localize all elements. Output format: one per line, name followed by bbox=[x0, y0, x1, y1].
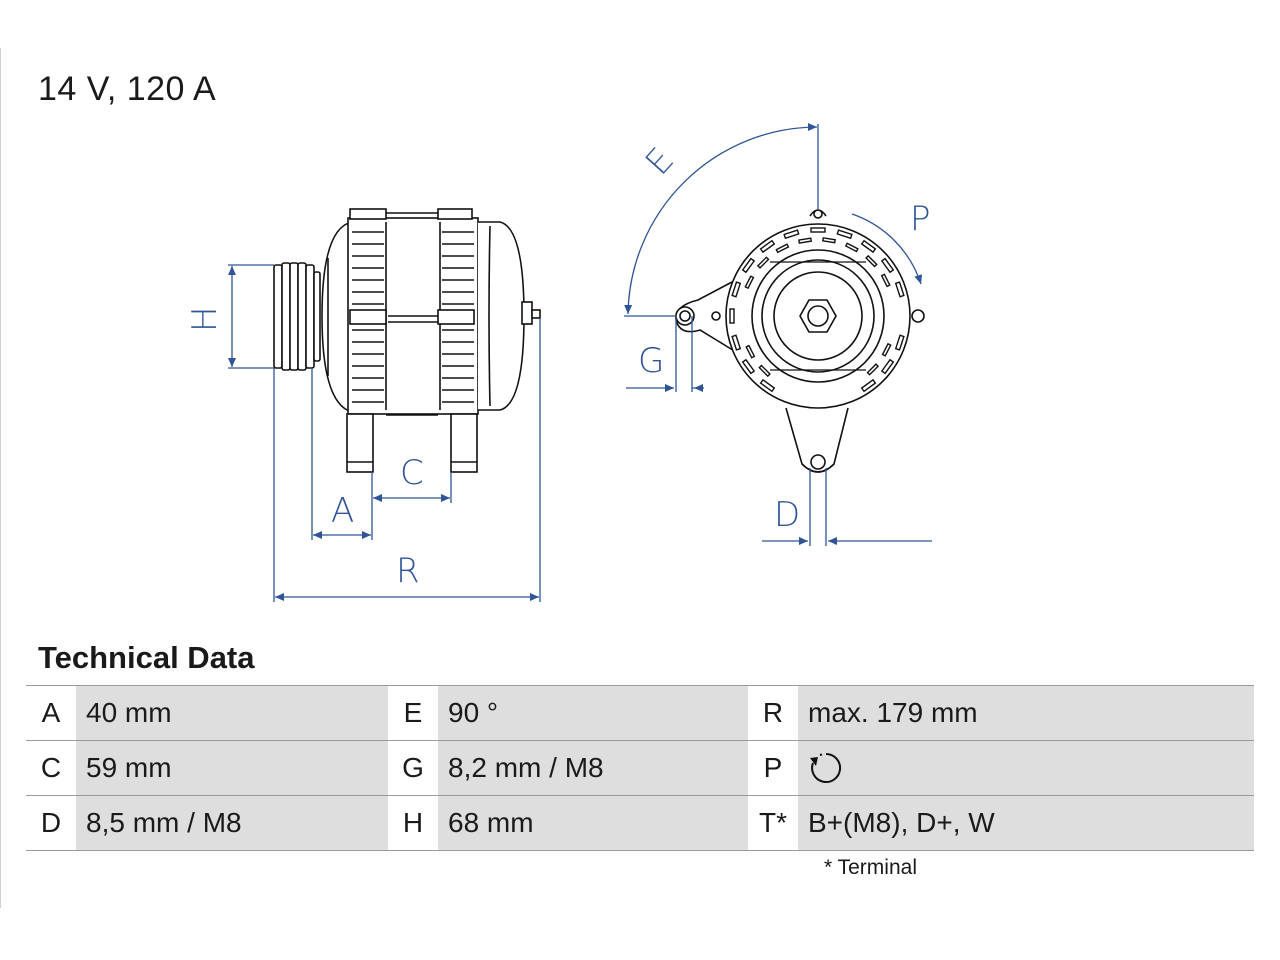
pulley bbox=[273, 262, 321, 371]
table-row: C 59 mm G 8,2 mm / M8 P bbox=[26, 740, 1254, 796]
dim-label-c: C bbox=[400, 453, 424, 493]
spec-key: D bbox=[26, 795, 76, 851]
dim-label-g: G bbox=[638, 341, 664, 381]
clockwise-rotation-icon bbox=[810, 752, 842, 783]
dim-label-h: H bbox=[185, 306, 225, 332]
dim-label-e: E bbox=[638, 140, 682, 183]
spec-value: max. 179 mm bbox=[798, 685, 1254, 741]
front-dimensions bbox=[624, 123, 932, 546]
spec-value: 40 mm bbox=[76, 685, 388, 741]
spec-value: 8,5 mm / M8 bbox=[76, 795, 388, 851]
technical-data-title: Technical Data bbox=[38, 640, 255, 675]
spec-key: T* bbox=[748, 795, 798, 851]
table-row: D 8,5 mm / M8 H 68 mm T* B+(M8), D+, W bbox=[26, 795, 1254, 851]
dim-label-r: R bbox=[396, 551, 420, 591]
spec-key: C bbox=[26, 740, 76, 796]
spec-value-rotation bbox=[798, 740, 1254, 796]
spec-value: 59 mm bbox=[76, 740, 388, 796]
side-dimensions bbox=[228, 264, 541, 602]
spec-key: E bbox=[388, 685, 438, 741]
spec-value: 90 ° bbox=[438, 685, 748, 741]
spec-key: H bbox=[388, 795, 438, 851]
dim-label-p: P bbox=[910, 199, 931, 239]
dim-label-a: A bbox=[331, 491, 354, 531]
spec-title: 14 V, 120 A bbox=[38, 70, 217, 108]
dim-label-d: D bbox=[774, 495, 800, 535]
spec-value: 8,2 mm / M8 bbox=[438, 740, 748, 796]
spec-key: G bbox=[388, 740, 438, 796]
left-margin-rule bbox=[0, 48, 1, 908]
side-view bbox=[273, 208, 541, 473]
table-row: A 40 mm E 90 ° R max. 179 mm bbox=[26, 685, 1254, 741]
technical-data-table: A 40 mm E 90 ° R max. 179 mm C 59 mm G 8… bbox=[26, 685, 1254, 851]
front-view bbox=[675, 209, 925, 473]
spec-key: R bbox=[748, 685, 798, 741]
spec-key: A bbox=[26, 685, 76, 741]
spec-key: P bbox=[748, 740, 798, 796]
alternator-technical-drawing: H A C R E P G D bbox=[185, 123, 932, 602]
spec-value: B+(M8), D+, W bbox=[798, 795, 1254, 851]
terminal-footnote: * Terminal bbox=[824, 856, 917, 879]
spec-value: 68 mm bbox=[438, 795, 748, 851]
